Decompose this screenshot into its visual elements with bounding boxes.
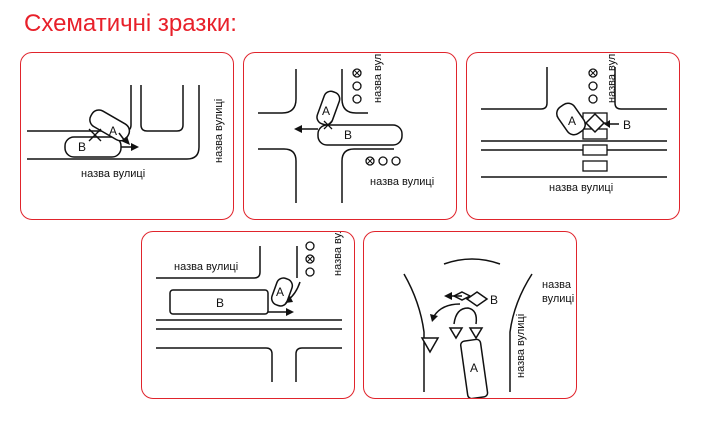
vehicle-a-label: A bbox=[276, 285, 284, 299]
street-label: назва вулиці bbox=[515, 314, 527, 378]
street-label: назва вулиці bbox=[81, 168, 145, 180]
scheme-panel-3: A B назва вулиці назва вулиці bbox=[466, 52, 680, 220]
vehicle-b-label: B bbox=[78, 140, 86, 154]
street-label: назва вулиці bbox=[213, 99, 225, 163]
traffic-light-icon bbox=[588, 68, 598, 104]
vehicle-a-label: A bbox=[109, 124, 117, 138]
traffic-light-icon bbox=[365, 156, 401, 166]
scheme-diagram-3: A B назва вулиці назва вулиці bbox=[481, 53, 667, 194]
street-label: назва вулиці bbox=[606, 53, 618, 103]
street-label: назва вулиці bbox=[549, 182, 613, 194]
scheme-diagram-5: B A назва вулиці назва вулиці bbox=[403, 258, 574, 398]
vehicle-b-label: B bbox=[216, 296, 224, 310]
traffic-light-icon bbox=[305, 241, 315, 277]
scheme-panel-4: B A назва вулиці назва вулиці bbox=[141, 231, 355, 399]
vehicle-b-label: B bbox=[490, 293, 498, 307]
page-title: Схематичні зразки: bbox=[24, 10, 237, 37]
street-label: вулиці bbox=[542, 293, 574, 305]
street-label: назва вулиці bbox=[332, 232, 344, 276]
scheme-panel-1: B A назва вулиці назва вулиці bbox=[20, 52, 234, 220]
scheme-panel-2: B A назва вулиці назва вулиці bbox=[243, 52, 457, 220]
street-label: назва вулиці bbox=[370, 176, 434, 188]
scheme-diagram-1: B A назва вулиці назва вулиці bbox=[27, 85, 225, 180]
scheme-diagram-4: B A назва вулиці назва вулиці bbox=[156, 232, 344, 382]
vehicle-b-label: B bbox=[623, 118, 631, 132]
vehicle-a-label: A bbox=[322, 104, 330, 118]
scheme-panel-5: B A назва вулиці назва вулиці bbox=[363, 231, 577, 399]
vehicle-a-label: A bbox=[470, 361, 478, 375]
vehicle-a-label: A bbox=[568, 114, 576, 128]
scheme-diagram-2: B A назва вулиці назва вулиці bbox=[258, 53, 434, 203]
street-label: назва вулиці bbox=[174, 261, 238, 273]
street-label: назва bbox=[542, 279, 572, 291]
street-label: назва вулиці bbox=[372, 53, 384, 103]
traffic-light-icon bbox=[352, 68, 362, 104]
vehicle-b-label: B bbox=[344, 128, 352, 142]
